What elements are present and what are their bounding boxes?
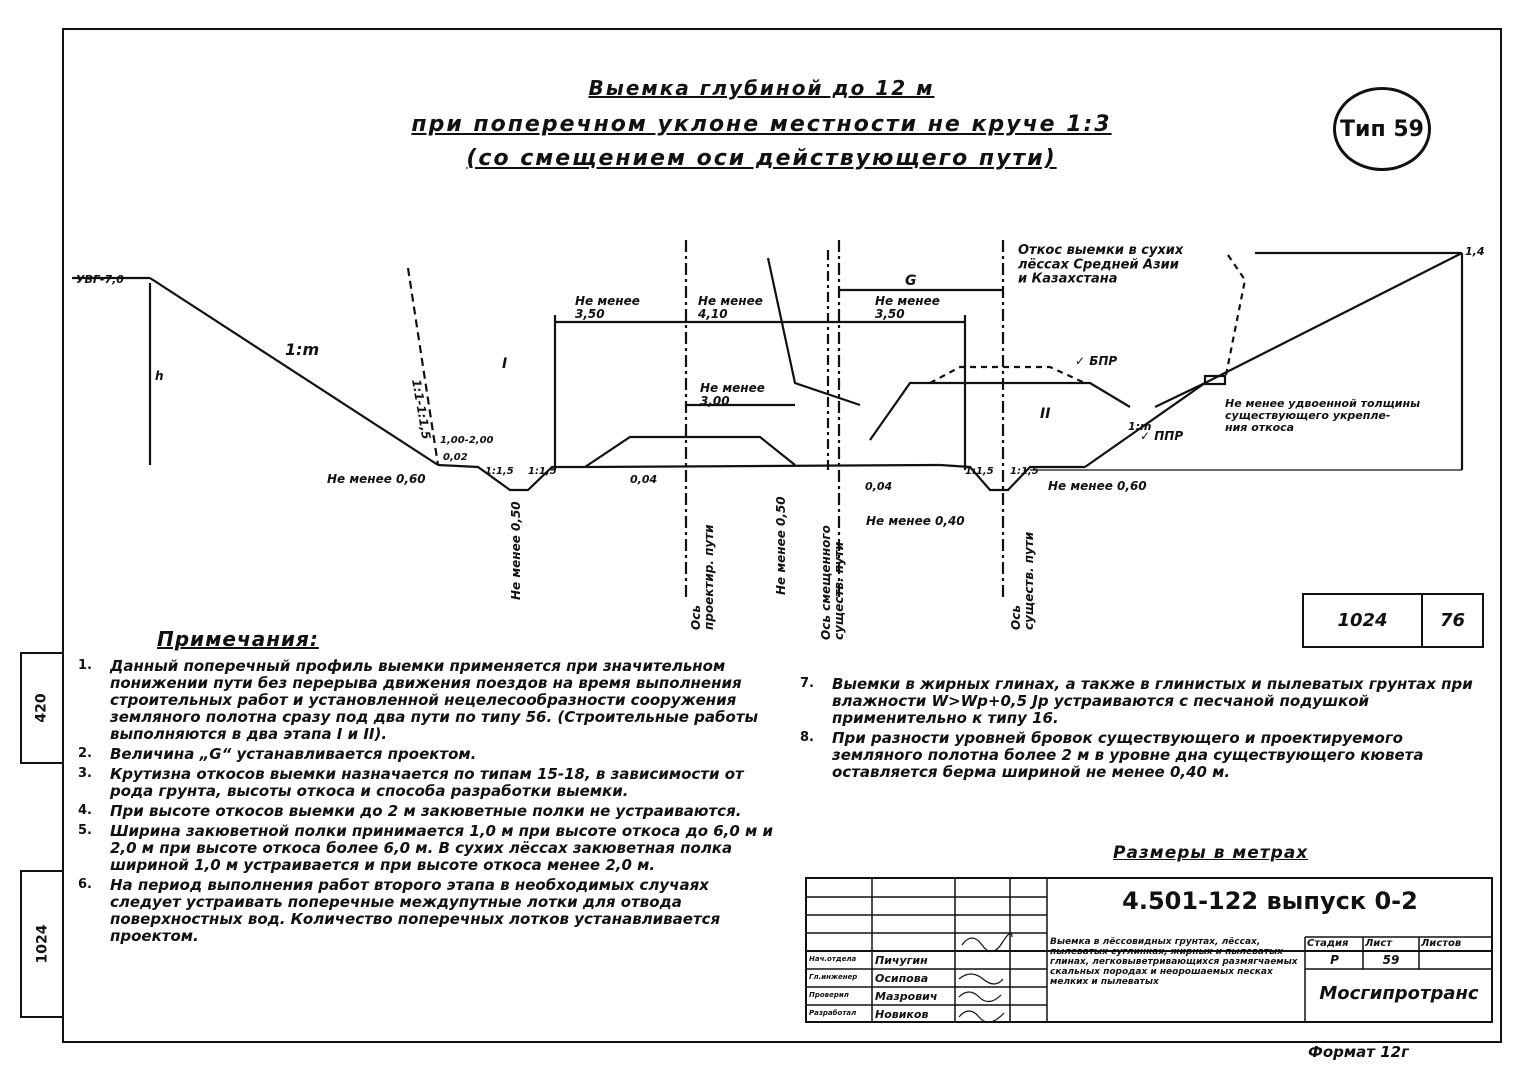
right-slope-upper — [1204, 252, 1463, 384]
label-nl-060-right: Не менее 0,60 — [1048, 479, 1147, 493]
label-g: G — [905, 273, 917, 289]
role-label: Разработал — [809, 1009, 857, 1017]
format-note: Формат 12г — [1308, 1043, 1409, 1061]
label-axis-shifted: Ось смещенногосуществ. пути — [819, 525, 846, 640]
sheet-code: 1024 — [1304, 595, 1423, 646]
label-bpr: ✓ БПР — [1075, 354, 1117, 368]
side-stamp-bottom: 1024 — [20, 870, 64, 1018]
label-slope-15-a: 1:1,5 — [485, 466, 514, 477]
label-h: h — [155, 369, 164, 383]
label-slope-1m-right: 1:m — [1128, 420, 1152, 433]
label-grade-a: 0,04 — [630, 473, 657, 486]
label-stage2: II — [1040, 406, 1050, 422]
sheet-value: 59 — [1382, 953, 1400, 967]
stage-header: Стадия — [1307, 938, 1349, 949]
note-item: 1.Данный поперечный профиль выемки приме… — [78, 657, 759, 743]
right-bench — [1154, 382, 1206, 408]
label-elev-left: УВГ-7,0 — [76, 273, 124, 286]
note-item: 6.На период выполнения работ второго эта… — [78, 876, 721, 945]
note-item: 8.При разности уровней бровок существующ… — [800, 729, 1424, 781]
bpr-line — [929, 365, 1086, 385]
right-slope-lower — [1084, 382, 1206, 468]
person-name: Новиков — [875, 1008, 929, 1021]
doc-code: 4.501-122 выпуск 0-2 — [1122, 887, 1418, 915]
label-nl-050-b: Не менее 0,50 — [774, 496, 788, 595]
label-slope-15-c: 1:1,5 — [965, 466, 994, 477]
label-slope-15-d: 1:1,5 — [1010, 466, 1039, 477]
role-label: Проверил — [809, 991, 849, 999]
person-name: Пичугин — [875, 954, 928, 967]
stage-value: Р — [1330, 953, 1339, 967]
stage1-prism — [584, 435, 796, 468]
doc-description: Выемка в лёссовидных грунтах, лёссах, пы… — [1050, 937, 1298, 987]
drawing-frame — [62, 28, 1502, 1043]
notes-heading: Примечания: — [157, 627, 319, 651]
label-shelf: 1,00-2,00 — [440, 435, 494, 446]
left-ditch — [437, 463, 585, 492]
note-item: 2.Величина „G“ устанавливается проектом. — [78, 745, 477, 763]
label-nl-040: Не менее 0,40 — [866, 514, 965, 528]
stage2-prism — [869, 381, 1131, 441]
note-item: 4.При высоте откосов выемки до 2 м закюв… — [78, 802, 742, 820]
title-block: 4.501-122 выпуск 0-2 Выемка в лёссовидны… — [805, 877, 1493, 1023]
left-slope — [149, 277, 439, 466]
label-nl-060-left: Не менее 0,60 — [327, 472, 426, 486]
label-axis-existing: Осьсуществ. пути — [1009, 531, 1036, 630]
role-label: Гл.инженер — [809, 973, 858, 981]
person-name: Осипова — [875, 972, 929, 985]
sheet-header: Лист — [1365, 938, 1393, 949]
sheets-header: Листов — [1421, 938, 1462, 949]
left-slope-alt — [406, 267, 440, 466]
sheet-number: 76 — [1439, 610, 1466, 631]
existing-slope — [766, 257, 861, 407]
label-slope-1-1-15: 1:1-1:1,5 — [409, 378, 433, 440]
org-name: Мосгипротранс — [1319, 983, 1479, 1004]
note-item: 5.Ширина закюветной полки принимается 1,… — [78, 822, 774, 874]
label-elev-right: 1,4 — [1465, 245, 1485, 258]
label-slope-m: 1:m — [285, 340, 319, 359]
label-slope-15-b: 1:1,5 — [528, 466, 557, 477]
type-badge: Тип 59 — [1333, 87, 1431, 171]
label-shelf-slope: 0,02 — [443, 452, 468, 463]
drawing-title-line1: Выемка глубиной до 12 м — [588, 76, 935, 100]
label-grade-b: 0,04 — [865, 480, 892, 493]
desert-slope — [1223, 254, 1247, 381]
drawing-title-line3: (со смещением оси действующего пути) — [466, 146, 1057, 171]
drawing-title-line2: при поперечном уклоне местности не круче… — [411, 112, 1112, 137]
notes-column-left: 1.Данный поперечный профиль выемки приме… — [78, 658, 778, 948]
label-ppr: ✓ ППР — [1140, 429, 1183, 443]
note-item: 7.Выемки в жирных глинах, а также в глин… — [800, 675, 1473, 727]
sheet-ref-box: 1024 76 — [1302, 593, 1484, 648]
title-block-grid — [807, 879, 1493, 1023]
role-label: Нач.отдела — [809, 955, 857, 963]
subgrade-left — [584, 463, 941, 469]
label-stage1: I — [502, 356, 507, 372]
label-nl-050-a: Не менее 0,50 — [509, 501, 523, 600]
units-note: Размеры в метрах — [1113, 843, 1309, 863]
notes-column-right: 7.Выемки в жирных глинах, а также в глин… — [800, 676, 1490, 784]
label-axis-projected: Осьпроектир. пути — [689, 524, 716, 630]
note-item: 3.Крутизна откосов выемки назначается по… — [78, 765, 744, 800]
side-stamp-top: 420 — [20, 652, 64, 764]
person-name: Мазрович — [875, 990, 938, 1003]
